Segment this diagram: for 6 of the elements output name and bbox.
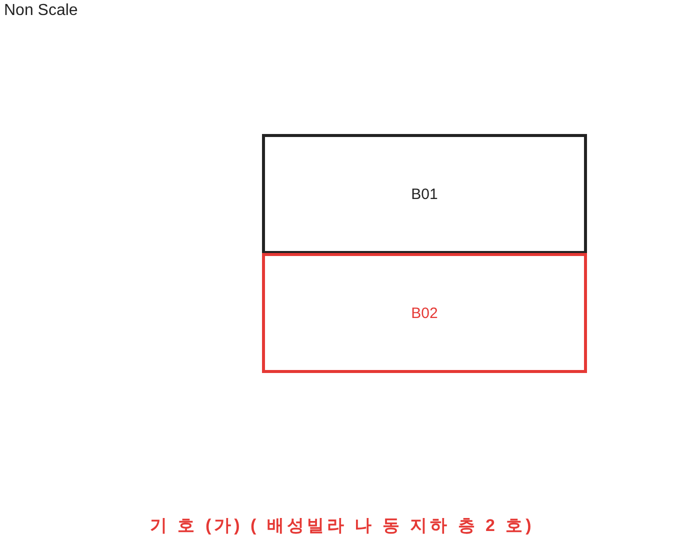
room-label: B02 bbox=[411, 304, 438, 322]
drawing-caption: 기 호 (가) ( 배성빌라 나 동 지하 층 2 호) bbox=[150, 515, 534, 537]
room-outline bbox=[262, 253, 587, 373]
room-outline bbox=[262, 134, 587, 254]
scale-note: Non Scale bbox=[4, 2, 78, 20]
room-label: B01 bbox=[411, 186, 438, 202]
